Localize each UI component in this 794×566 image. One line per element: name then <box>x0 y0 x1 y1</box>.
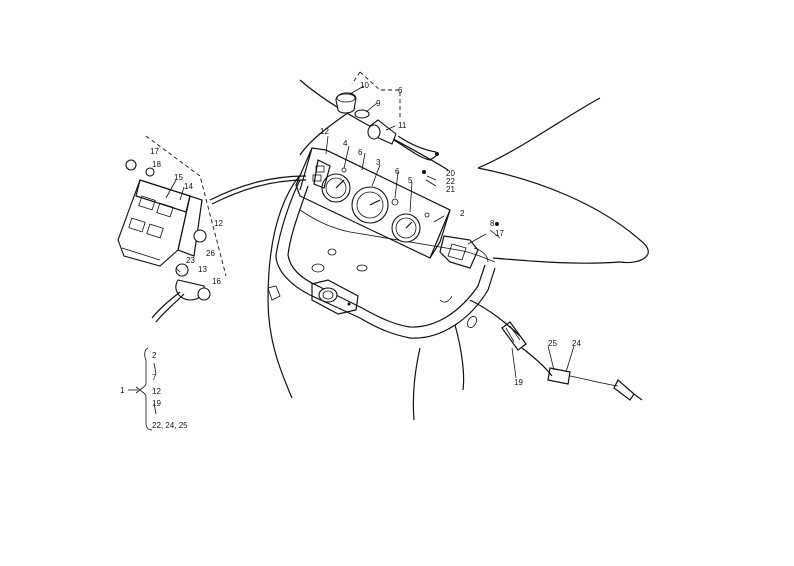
callout-16: 16 <box>212 277 221 286</box>
legend: 2 7 12 19 22, 24, 25 1 <box>120 351 188 430</box>
legend-2: 2 <box>152 351 157 360</box>
callout-3: 3 <box>376 158 381 167</box>
screw-set-right <box>422 170 501 239</box>
legend-12: 12 <box>152 387 161 396</box>
callout-13: 13 <box>198 265 207 274</box>
callout-17-right: 17 <box>495 229 504 238</box>
callout-6-b: 6 <box>395 167 400 176</box>
callout-15: 15 <box>174 173 183 182</box>
callout-4: 4 <box>343 139 348 148</box>
callout-11: 11 <box>398 121 407 130</box>
callout-12-top: 12 <box>320 127 329 136</box>
callout-23: 23 <box>186 256 195 265</box>
callout-25: 25 <box>548 339 557 348</box>
callout-18: 18 <box>152 160 161 169</box>
callout-labels: 12 4 6 3 6 5 2 6 10 9 11 20 22 21 8 17 1… <box>150 81 581 387</box>
callout-21: 21 <box>446 185 455 194</box>
callout-2-panel: 2 <box>460 209 465 218</box>
callout-10: 10 <box>360 81 369 90</box>
instrument-panel <box>295 147 489 269</box>
lamp-assembly <box>335 71 439 161</box>
legend-bracket <box>128 347 157 431</box>
console-frame <box>267 179 496 339</box>
legend-22-24-25: 22, 24, 25 <box>152 421 188 430</box>
callout-8: 8 <box>490 219 495 228</box>
callout-19-right: 19 <box>514 378 523 387</box>
callout-12-cable: 12 <box>214 219 223 228</box>
cable <box>209 175 307 205</box>
legend-7: 7 <box>152 373 157 382</box>
control-box <box>117 135 227 323</box>
callout-6-c: 6 <box>398 86 403 95</box>
callout-26: 26 <box>206 249 215 258</box>
callout-14: 14 <box>184 182 193 191</box>
legend-1: 1 <box>120 386 125 395</box>
right-cable <box>469 299 643 401</box>
center-mount <box>311 279 359 315</box>
callout-22-a: 22 <box>446 177 455 186</box>
leader-lines <box>165 85 575 379</box>
callout-17-left: 17 <box>150 147 159 156</box>
callout-24-right: 24 <box>572 339 581 348</box>
legend-19: 19 <box>152 399 161 408</box>
callout-6-a: 6 <box>358 148 363 157</box>
callout-9: 9 <box>376 99 381 108</box>
callout-5: 5 <box>408 176 413 185</box>
callout-20: 20 <box>446 169 455 178</box>
